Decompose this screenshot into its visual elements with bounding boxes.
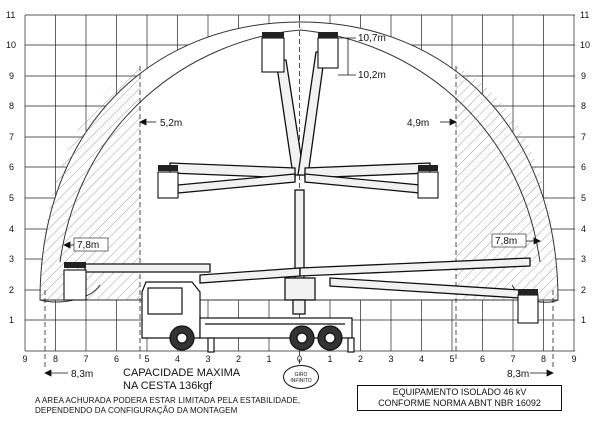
note-line-1: A AREA ACHURADA PODERA ESTAR LIMITADA PE… [35, 396, 301, 405]
right-y-tick: 9 [581, 71, 586, 81]
x-tick: 5 [449, 354, 454, 364]
right-y-tick: 1 [581, 315, 586, 325]
x-tick: 7 [510, 354, 515, 364]
rotation-badge: GIRO INFINITO [283, 365, 319, 389]
x-tick: 4 [419, 354, 424, 364]
right-y-tick: 5 [581, 193, 586, 203]
left-y-tick: 1 [9, 315, 14, 325]
capacity-line-1: CAPACIDADE MAXIMA [123, 367, 241, 379]
right-y-tick: 8 [581, 101, 586, 111]
hatched-zone-right [456, 66, 558, 300]
x-tick: 3 [388, 354, 393, 364]
rotation-line-1: GIRO [294, 372, 308, 378]
capacity-line-2: NA CESTA 136kgf [123, 380, 213, 392]
equipment-line-2: CONFORME NORMA ABNT NBR 16092 [378, 398, 541, 408]
left-y-tick: 7 [9, 132, 14, 142]
rotation-line-2: INFINITO [290, 378, 312, 384]
right-y-tick: 2 [581, 285, 586, 295]
x-tick: 5 [144, 354, 149, 364]
x-tick: 7 [83, 354, 88, 364]
truck [141, 281, 355, 353]
dimension-arrows [44, 37, 554, 377]
left-y-tick: 5 [9, 193, 14, 203]
left-y-tick: 3 [9, 254, 14, 264]
dim-reach-right-inner: 4,9m [407, 118, 429, 129]
left-y-tick: 6 [9, 162, 14, 172]
dim-reach-left-outer: 7,8m [77, 240, 99, 251]
left-y-tick: 10 [6, 40, 16, 50]
x-tick: 0 [297, 354, 302, 364]
right-y-tick: 7 [581, 132, 586, 142]
dimension-labels: 10,7m 10,2m 5,2m 4,9m 7,8m 7,8m 8,3m 8,3… [71, 33, 529, 380]
inner-envelope [59, 29, 541, 263]
dim-ground-reach-right: 8,3m [507, 369, 529, 380]
dim-reach-right-outer: 7,8m [495, 236, 517, 247]
right-y-tick: 10 [580, 40, 590, 50]
equipment-box: EQUIPAMENTO ISOLADO 46 kV CONFORME NORMA… [357, 385, 562, 411]
x-axis: 9 8 7 6 5 4 3 2 1 0 1 2 3 4 5 6 7 8 9 [22, 354, 576, 364]
dim-ground-reach-left: 8,3m [71, 369, 93, 380]
left-y-axis: 1 2 3 4 5 6 7 8 9 10 11 [6, 10, 16, 325]
x-tick: 1 [327, 354, 332, 364]
right-y-tick: 6 [581, 162, 586, 172]
x-tick: 2 [358, 354, 363, 364]
left-y-tick: 9 [9, 71, 14, 81]
right-y-tick: 4 [581, 224, 586, 234]
left-y-tick: 11 [6, 10, 15, 20]
capacity-label: CAPACIDADE MAXIMA NA CESTA 136kgf [123, 367, 240, 393]
right-y-axis: 1 2 3 4 5 6 7 8 9 10 11 [580, 10, 590, 325]
left-y-tick: 4 [9, 224, 14, 234]
stability-note: A AREA ACHURADA PODERA ESTAR LIMITADA PE… [35, 396, 365, 416]
right-y-tick: 3 [581, 254, 586, 264]
x-tick: 9 [22, 354, 27, 364]
right-y-tick: 11 [580, 10, 589, 20]
x-tick: 9 [571, 354, 576, 364]
dim-reach-left-inner: 5,2m [160, 118, 182, 129]
dim-height-max: 10,7m [358, 33, 386, 44]
x-tick: 6 [114, 354, 119, 364]
x-tick: 8 [541, 354, 546, 364]
hatched-zone-left [40, 66, 140, 300]
x-tick: 1 [266, 354, 271, 364]
x-tick: 3 [205, 354, 210, 364]
x-tick: 8 [53, 354, 58, 364]
dim-height-basket: 10,2m [358, 70, 386, 81]
note-line-2: DEPENDENDO DA CONFIGURAÇÃO DA MONTAGEM [35, 406, 238, 415]
x-tick: 6 [480, 354, 485, 364]
x-tick: 2 [236, 354, 241, 364]
x-tick: 4 [175, 354, 180, 364]
left-y-tick: 2 [9, 285, 14, 295]
equipment-line-1: EQUIPAMENTO ISOLADO 46 kV [392, 387, 527, 397]
baskets [63, 32, 539, 324]
left-y-tick: 8 [9, 101, 14, 111]
